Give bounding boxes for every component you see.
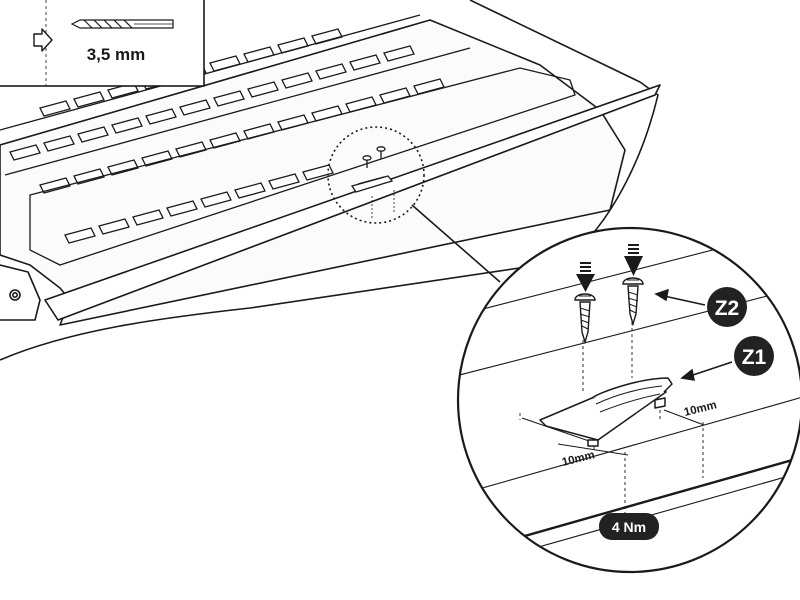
ramp-slot	[213, 90, 245, 107]
drill-size-label: 3,5 mm	[87, 45, 146, 64]
ramp-slot	[315, 63, 347, 80]
ramp-slot	[166, 200, 198, 217]
ramp-slot	[111, 117, 143, 134]
ramp-end-hole-inner	[12, 291, 19, 298]
ramp-slot	[39, 100, 71, 117]
magnify-leader-line	[411, 204, 501, 283]
ramp-slot	[9, 144, 41, 161]
ramp-slot	[64, 227, 96, 244]
ramp-slot	[179, 99, 211, 116]
callout-badge-z1: Z1	[734, 336, 774, 376]
ramp-slot	[77, 126, 109, 143]
callout-z1-label: Z1	[742, 346, 767, 369]
ramp-slot	[107, 159, 139, 176]
screw-left	[574, 293, 596, 345]
ramp-slot	[132, 209, 164, 226]
ramp-slot	[268, 173, 300, 190]
screw-right	[622, 277, 644, 327]
ramp-slot	[311, 28, 343, 45]
drill-panel: 3,5 mm	[0, 0, 205, 87]
ramp-slot	[234, 182, 266, 199]
ramp-lip	[44, 84, 661, 321]
magnified-detail: Z2 Z1 10mm 10mm 4 Nm	[456, 226, 800, 574]
drill-panel-frame	[0, 0, 205, 87]
mag-surface-line-3	[458, 394, 800, 501]
dimension-lines	[521, 409, 705, 456]
ramp-slot	[73, 168, 105, 185]
arrow-down-icon	[624, 244, 643, 276]
torque-badge: 4 Nm	[599, 513, 659, 540]
ramp-frame-lines	[0, 14, 576, 266]
arrow-down-icon	[576, 262, 595, 292]
ramp-slot	[39, 177, 71, 194]
mag-surface-line-2	[458, 284, 800, 381]
ramp-screw-right	[376, 146, 386, 159]
ramp-screws	[350, 146, 394, 193]
ramp-slot	[200, 191, 232, 208]
ramp-end	[0, 264, 41, 321]
ramp-slot	[141, 150, 173, 167]
ramp-slot	[43, 135, 75, 152]
ramp-slot	[277, 37, 309, 54]
ramp-slot	[349, 54, 381, 71]
ramp-slot	[98, 218, 130, 235]
ramp-slot	[383, 45, 415, 62]
callout-arrows	[654, 288, 733, 381]
ramp-slot	[247, 81, 279, 98]
ramp-slot	[413, 78, 445, 95]
ramp-slot	[145, 108, 177, 125]
ramp-slot	[73, 91, 105, 108]
callout-z2-label: Z2	[715, 297, 740, 320]
drill-bit-icon	[70, 19, 174, 29]
ramp-slot	[302, 164, 334, 181]
ramp-slot-grid	[9, 28, 445, 244]
arrow-right-icon	[33, 28, 53, 52]
ramp-screw-left	[362, 155, 372, 168]
torque-label: 4 Nm	[612, 519, 646, 535]
callout-badge-z2: Z2	[707, 287, 747, 327]
ramp-slot	[281, 72, 313, 89]
clip-z1	[539, 377, 673, 447]
ramp-end-hole	[9, 289, 21, 301]
detail-focus-circle	[327, 126, 425, 224]
